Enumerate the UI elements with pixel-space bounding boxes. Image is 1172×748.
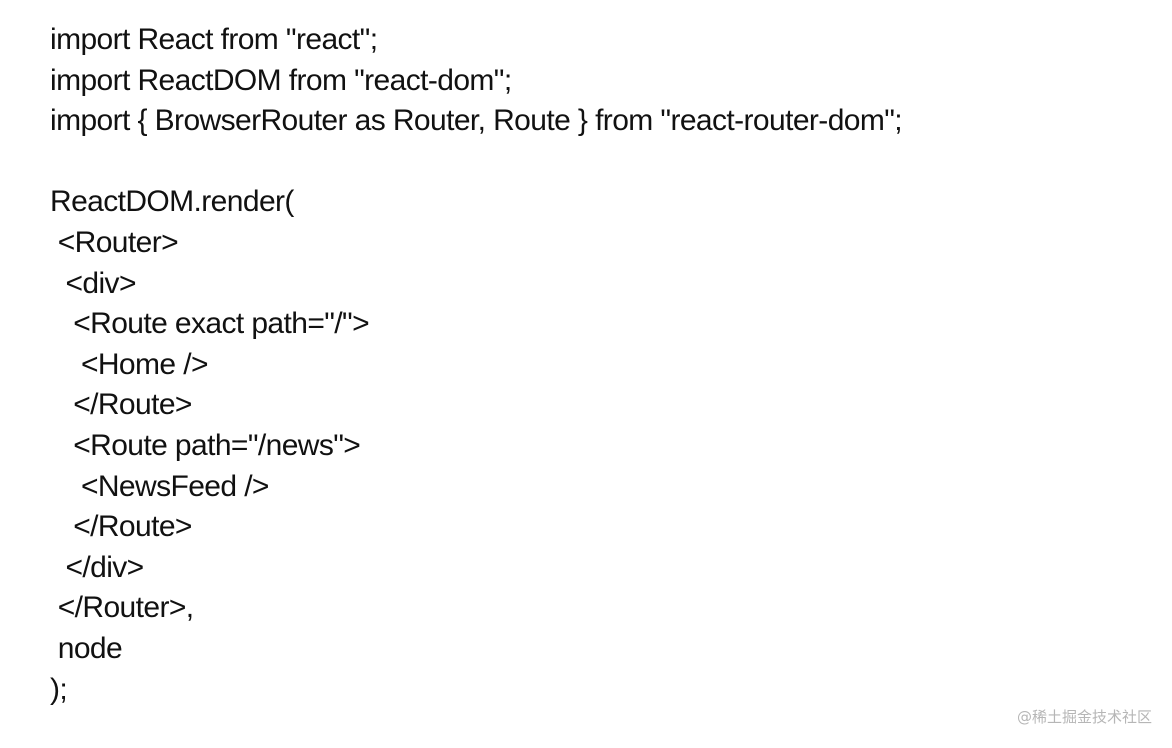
code-line: <NewsFeed /> xyxy=(50,469,270,503)
code-line: </div> xyxy=(50,550,144,584)
code-line: import ReactDOM from "react-dom"; xyxy=(50,63,512,97)
code-line: </Router>, xyxy=(50,591,194,625)
code-line: <Router> xyxy=(50,225,179,259)
code-snippet: import React from "react"; import ReactDO… xyxy=(50,20,1132,710)
code-line: <Route path="/news"> xyxy=(50,428,361,462)
code-line: ); xyxy=(50,672,68,706)
code-line: </Route> xyxy=(50,388,192,422)
code-line: <Home /> xyxy=(50,347,209,381)
watermark: @稀土掘金技术社区 xyxy=(1016,708,1152,726)
code-line: <div> xyxy=(50,266,136,300)
code-line: import { BrowserRouter as Router, Route … xyxy=(50,104,903,138)
code-line xyxy=(50,142,1132,183)
code-line: <Route exact path="/"> xyxy=(50,307,370,341)
code-line: </Route> xyxy=(50,510,192,544)
code-line: node xyxy=(50,631,123,665)
code-line: ReactDOM.render( xyxy=(50,185,294,219)
code-line: import React from "react"; xyxy=(50,23,378,56)
